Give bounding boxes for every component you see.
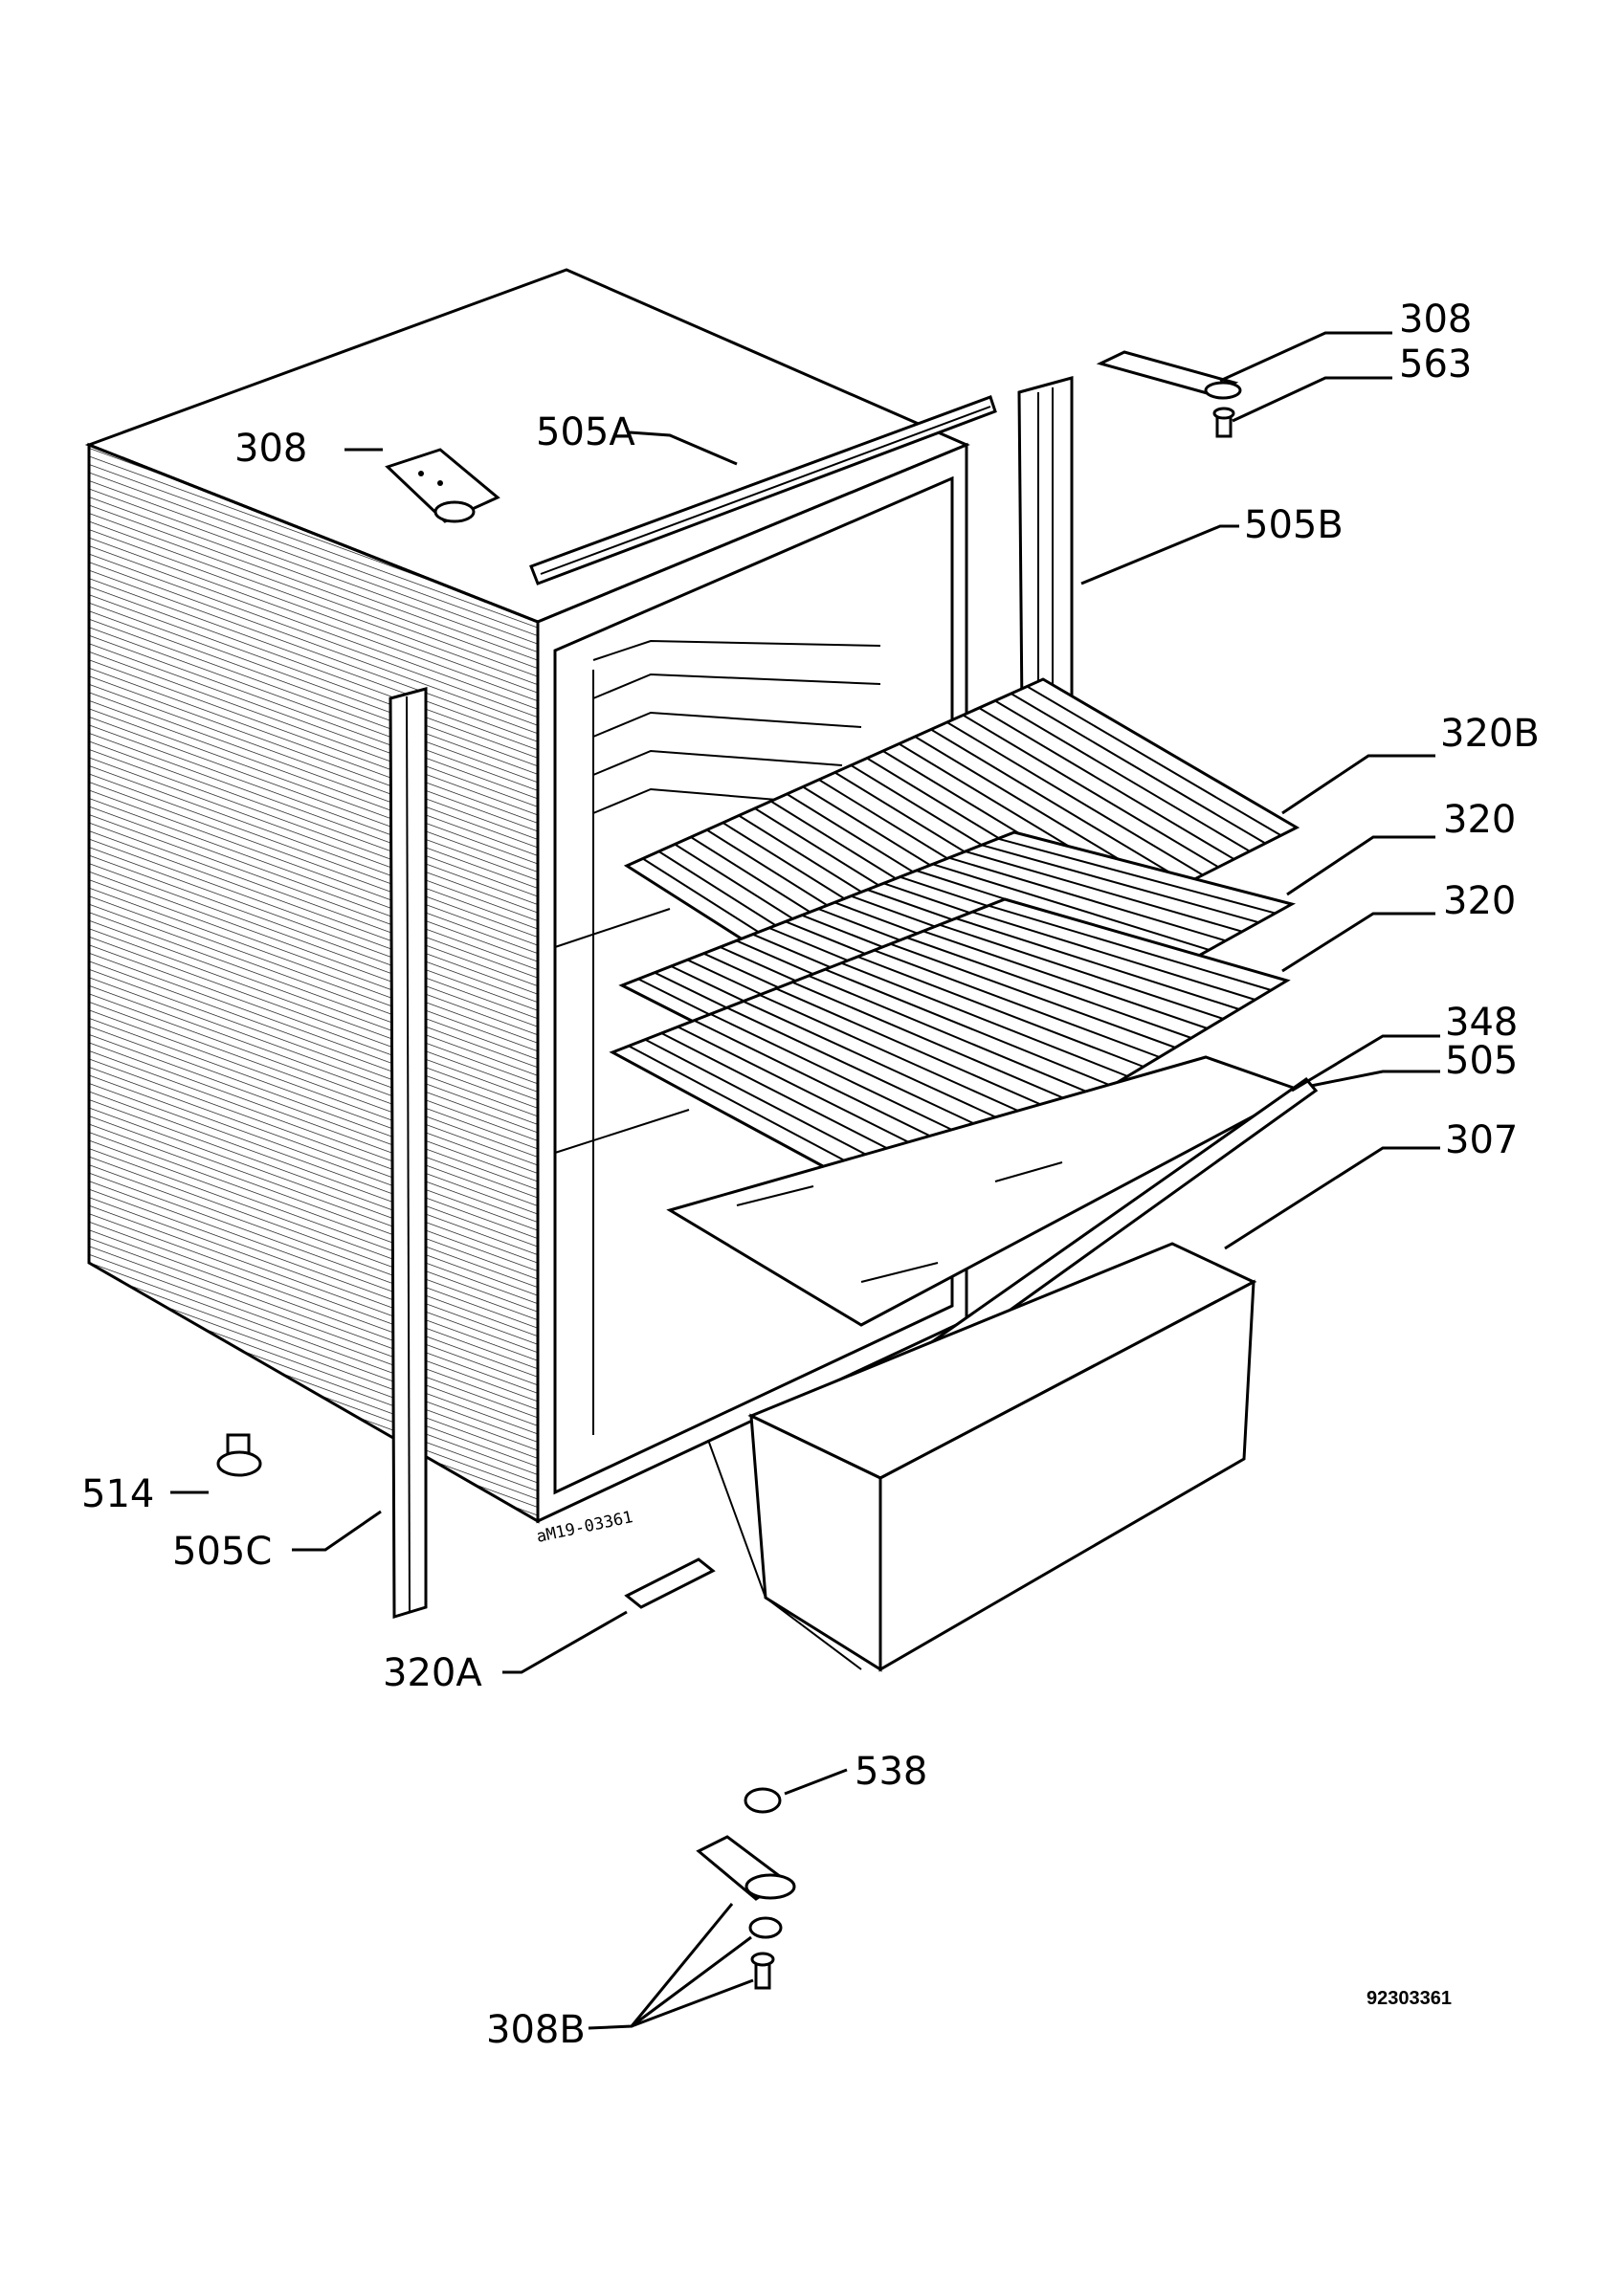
wire-rod <box>981 844 1259 924</box>
callout-308b: 308B <box>486 2008 586 2052</box>
wire-rod <box>946 721 1204 876</box>
wire-rod <box>948 856 1227 942</box>
wire-rod <box>1026 685 1282 837</box>
callout-538: 538 <box>855 1750 927 1794</box>
wire-rod <box>890 942 1176 1049</box>
wire-rod <box>965 850 1243 933</box>
wire-rod <box>922 930 1208 1029</box>
wire-rod <box>962 714 1219 869</box>
callout-320-1: 320 <box>1443 798 1516 842</box>
wire-rod <box>791 981 1080 1106</box>
callout-308-left: 308 <box>234 427 307 471</box>
part-505c-seal <box>389 687 428 1620</box>
callout-320-2: 320 <box>1443 879 1516 923</box>
wire-rod <box>906 937 1192 1039</box>
wire-rod <box>978 707 1235 860</box>
part-307-crisper <box>707 1242 1257 1672</box>
wire-rod <box>994 699 1251 852</box>
callout-505b: 505B <box>1244 503 1344 547</box>
wire-rod <box>873 949 1161 1058</box>
callout-505: 505 <box>1445 1039 1518 1083</box>
wire-rod <box>932 863 1210 951</box>
wire-rod <box>743 1000 1033 1135</box>
wire-rod <box>824 968 1113 1087</box>
part-563-screw <box>1212 407 1235 438</box>
callout-505a: 505A <box>536 410 635 454</box>
callout-307: 307 <box>1445 1118 1518 1162</box>
document-number: 92303361 <box>1366 1988 1452 2009</box>
wire-rod <box>759 994 1049 1125</box>
part-505a-top-rail <box>529 395 997 585</box>
callout-320a: 320A <box>383 1651 482 1695</box>
part-308b-hinge-set <box>696 1835 796 1990</box>
callout-563: 563 <box>1399 342 1472 386</box>
part-308-hinge-right <box>1096 350 1242 400</box>
wire-rod <box>840 961 1128 1077</box>
part-320-shelf-2 <box>609 897 1291 1212</box>
callout-308-top: 308 <box>1399 298 1472 342</box>
shelf-supports <box>592 639 881 814</box>
callout-348: 348 <box>1445 1001 1518 1045</box>
callout-514: 514 <box>81 1472 154 1516</box>
wire-rod <box>988 904 1272 991</box>
part-308-hinge-top <box>385 448 500 523</box>
leader-lines <box>170 331 1440 2030</box>
wire-rod <box>1011 693 1266 845</box>
wire-rod <box>856 956 1144 1068</box>
wire-rod <box>939 923 1224 1020</box>
wire-rod <box>930 728 1189 884</box>
wire-rod <box>971 911 1255 1001</box>
callout-505c: 505C <box>172 1530 272 1574</box>
wire-rod <box>775 987 1065 1115</box>
callout-320b: 320B <box>1440 712 1540 756</box>
wire-rod <box>955 917 1240 1010</box>
part-514-foot <box>216 1433 262 1477</box>
wire-rod <box>808 975 1097 1096</box>
wire-rod <box>726 1006 1017 1144</box>
part-320a-bracket <box>624 1557 716 1609</box>
wire-rod <box>997 837 1276 915</box>
part-538-cap <box>744 1787 782 1814</box>
part-505b-seal <box>1017 376 1074 715</box>
